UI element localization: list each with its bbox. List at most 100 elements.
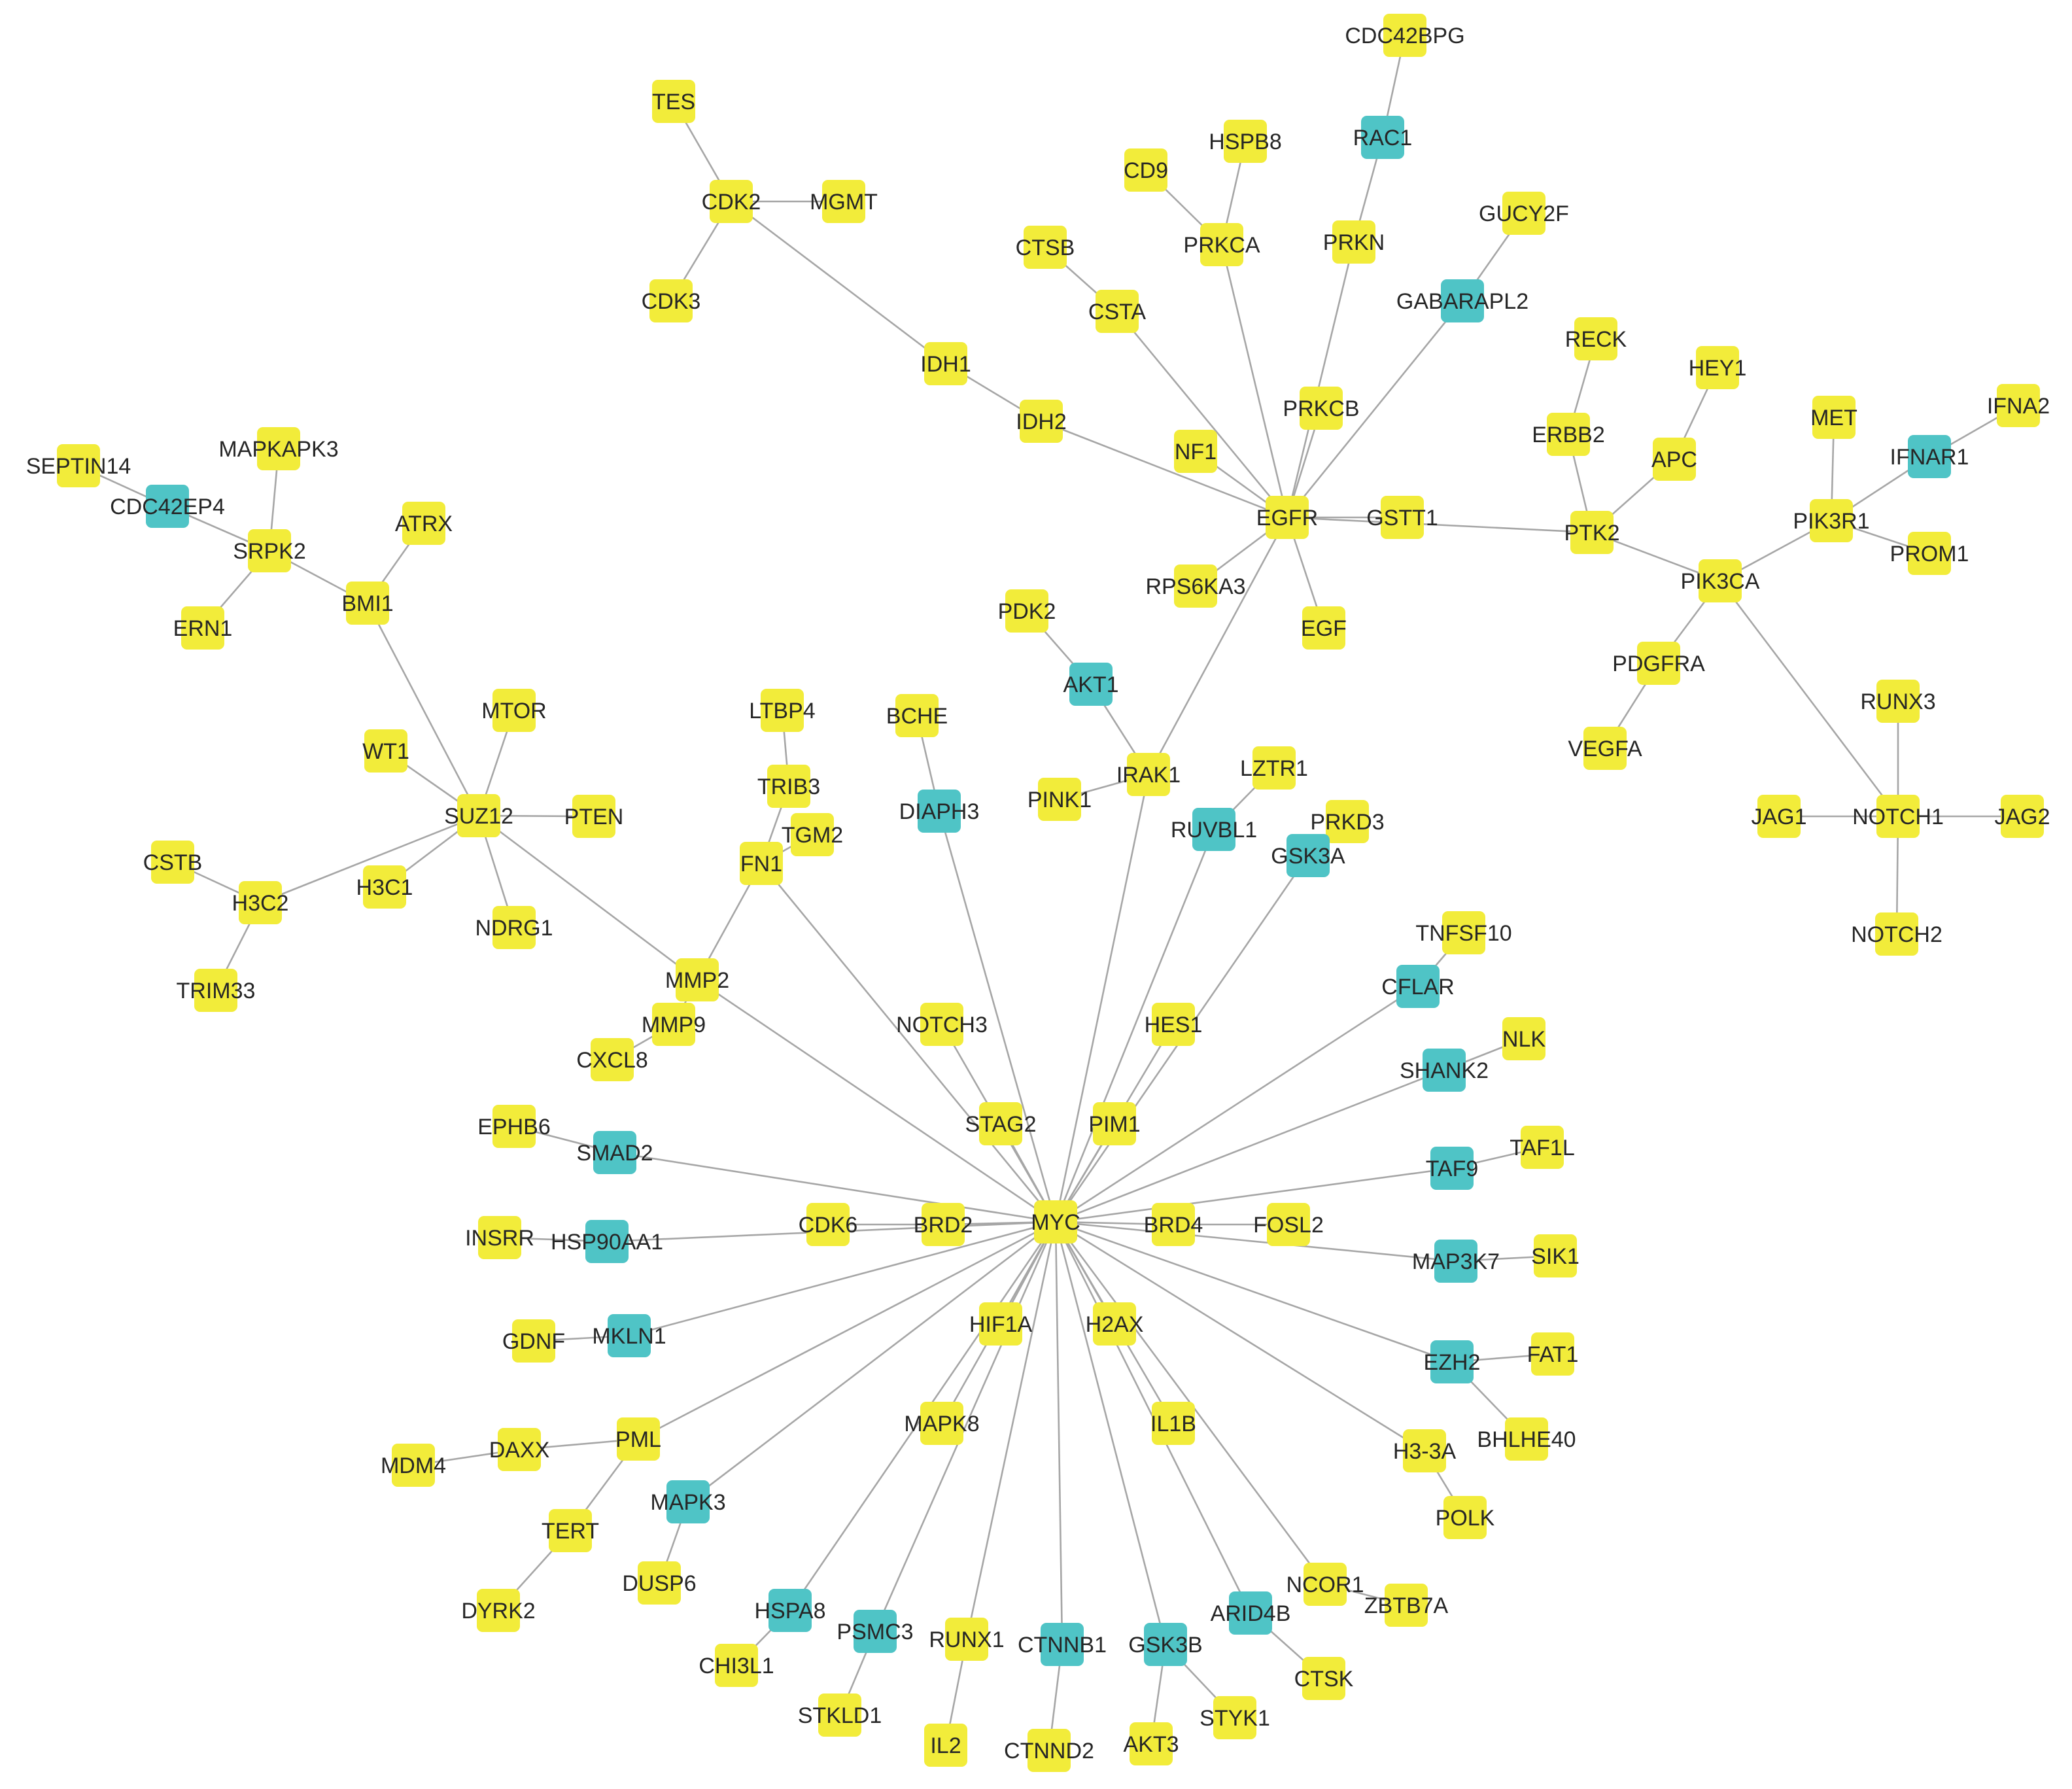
node-akt1[interactable]: AKT1	[1063, 663, 1119, 706]
node-box-ifna2[interactable]	[1997, 384, 2040, 427]
node-taf1l[interactable]: TAF1L	[1510, 1126, 1575, 1169]
node-cdc42ep4[interactable]: CDC42EP4	[110, 485, 225, 528]
node-srpk2[interactable]: SRPK2	[233, 529, 306, 572]
node-box-erbb2[interactable]	[1547, 413, 1590, 456]
node-box-notch1[interactable]	[1876, 795, 1920, 838]
node-box-smad2[interactable]	[593, 1131, 636, 1174]
node-box-fat1[interactable]	[1531, 1332, 1574, 1376]
node-box-atrx[interactable]	[402, 502, 445, 545]
node-box-runx3[interactable]	[1876, 680, 1920, 723]
node-pik3r1[interactable]: PIK3R1	[1793, 499, 1870, 542]
node-box-trim33[interactable]	[194, 969, 237, 1012]
node-bche[interactable]: BCHE	[886, 694, 948, 737]
node-box-idh1[interactable]	[924, 342, 967, 385]
node-box-akt1[interactable]	[1069, 663, 1113, 706]
node-box-cxcl8[interactable]	[591, 1038, 634, 1081]
node-box-daxx[interactable]	[498, 1428, 541, 1471]
node-cdk6[interactable]: CDK6	[799, 1203, 858, 1246]
node-brd2[interactable]: BRD2	[914, 1203, 973, 1246]
node-myc[interactable]: MYC	[1031, 1200, 1080, 1243]
node-box-dusp6[interactable]	[638, 1561, 681, 1605]
node-box-prkd3[interactable]	[1326, 800, 1369, 843]
node-box-pten[interactable]	[572, 795, 615, 838]
node-vegfa[interactable]: VEGFA	[1568, 727, 1642, 770]
node-box-ern1[interactable]	[181, 606, 224, 650]
node-box-brd4[interactable]	[1152, 1203, 1195, 1246]
node-chi3l1[interactable]: CHI3L1	[699, 1644, 774, 1687]
node-shank2[interactable]: SHANK2	[1400, 1049, 1489, 1092]
node-box-cdk3[interactable]	[649, 279, 693, 322]
node-hspa8[interactable]: HSPA8	[755, 1589, 826, 1632]
node-box-cdc42bpg[interactable]	[1383, 14, 1426, 57]
node-notch2[interactable]: NOTCH2	[1851, 912, 1943, 956]
node-box-tes[interactable]	[652, 80, 695, 123]
node-box-hey1[interactable]	[1696, 346, 1739, 389]
node-rac1[interactable]: RAC1	[1353, 116, 1413, 159]
node-box-runx1[interactable]	[945, 1618, 988, 1661]
node-box-ctsk[interactable]	[1302, 1657, 1345, 1700]
node-box-septin14[interactable]	[57, 444, 100, 487]
node-box-gucy2f[interactable]	[1502, 192, 1545, 235]
node-ephb6[interactable]: EPHB6	[477, 1105, 551, 1148]
node-idh2[interactable]: IDH2	[1016, 400, 1067, 443]
node-ruvbl1[interactable]: RUVBL1	[1171, 808, 1257, 851]
node-ctnnb1[interactable]: CTNNB1	[1018, 1623, 1107, 1666]
node-box-ptk2[interactable]	[1570, 511, 1614, 554]
node-hif1a[interactable]: HIF1A	[969, 1302, 1033, 1346]
node-diaph3[interactable]: DIAPH3	[899, 790, 980, 833]
node-runx3[interactable]: RUNX3	[1860, 680, 1936, 723]
node-ctsk[interactable]: CTSK	[1294, 1657, 1354, 1700]
node-box-h3c2[interactable]	[239, 881, 282, 924]
node-h3c1[interactable]: H3C1	[356, 865, 413, 909]
node-prkn[interactable]: PRKN	[1323, 220, 1385, 264]
node-box-mapk8[interactable]	[920, 1402, 963, 1445]
node-hspb8[interactable]: HSPB8	[1209, 120, 1282, 163]
node-box-map3k7[interactable]	[1434, 1240, 1477, 1283]
node-box-zbtb7a[interactable]	[1385, 1584, 1428, 1627]
node-box-h3-3a[interactable]	[1403, 1429, 1446, 1472]
node-box-bmi1[interactable]	[346, 582, 389, 625]
node-ndrg1[interactable]: NDRG1	[475, 906, 553, 949]
node-il2[interactable]: IL2	[924, 1724, 967, 1767]
node-box-ndrg1[interactable]	[492, 906, 536, 949]
node-box-cd9[interactable]	[1124, 148, 1167, 192]
node-box-cflar[interactable]	[1396, 965, 1440, 1008]
node-box-cdk6[interactable]	[806, 1203, 850, 1246]
node-box-dyrk2[interactable]	[477, 1589, 520, 1632]
node-box-pdk2[interactable]	[1005, 589, 1048, 633]
node-nf1[interactable]: NF1	[1174, 430, 1217, 473]
node-egfr[interactable]: EGFR	[1256, 496, 1318, 539]
node-bmi1[interactable]: BMI1	[341, 582, 394, 625]
node-stag2[interactable]: STAG2	[965, 1102, 1037, 1145]
node-box-trib3[interactable]	[767, 765, 810, 808]
node-psmc3[interactable]: PSMC3	[837, 1610, 914, 1653]
node-box-ctsb[interactable]	[1024, 226, 1067, 269]
node-box-ezh2[interactable]	[1430, 1340, 1474, 1383]
node-jag2[interactable]: JAG2	[1994, 795, 2050, 838]
node-box-diaph3[interactable]	[918, 790, 961, 833]
node-mapk8[interactable]: MAPK8	[904, 1402, 980, 1445]
node-box-psmc3[interactable]	[854, 1610, 897, 1653]
node-cdc42bpg[interactable]: CDC42BPG	[1345, 14, 1465, 57]
node-box-taf1l[interactable]	[1521, 1126, 1564, 1169]
node-box-tnfsf10[interactable]	[1442, 911, 1485, 954]
node-erbb2[interactable]: ERBB2	[1532, 413, 1605, 456]
node-box-gdnf[interactable]	[512, 1319, 555, 1363]
node-box-prkca[interactable]	[1200, 223, 1243, 266]
node-fat1[interactable]: FAT1	[1527, 1332, 1579, 1376]
node-stkld1[interactable]: STKLD1	[798, 1693, 882, 1737]
node-trim33[interactable]: TRIM33	[177, 969, 256, 1012]
node-box-notch3[interactable]	[920, 1003, 963, 1046]
node-pik3ca[interactable]: PIK3CA	[1681, 559, 1760, 602]
node-bhlhe40[interactable]: BHLHE40	[1477, 1417, 1576, 1461]
node-mgmt[interactable]: MGMT	[810, 180, 878, 223]
node-box-il1b[interactable]	[1152, 1402, 1195, 1445]
node-box-ctnnd2[interactable]	[1027, 1729, 1071, 1772]
node-box-stkld1[interactable]	[818, 1693, 861, 1737]
node-h3c2[interactable]: H3C2	[232, 881, 289, 924]
node-tes[interactable]: TES	[652, 80, 695, 123]
node-brd4[interactable]: BRD4	[1144, 1203, 1203, 1246]
node-box-met[interactable]	[1812, 396, 1856, 439]
node-box-lztr1[interactable]	[1252, 746, 1296, 790]
node-box-polk[interactable]	[1443, 1496, 1487, 1539]
